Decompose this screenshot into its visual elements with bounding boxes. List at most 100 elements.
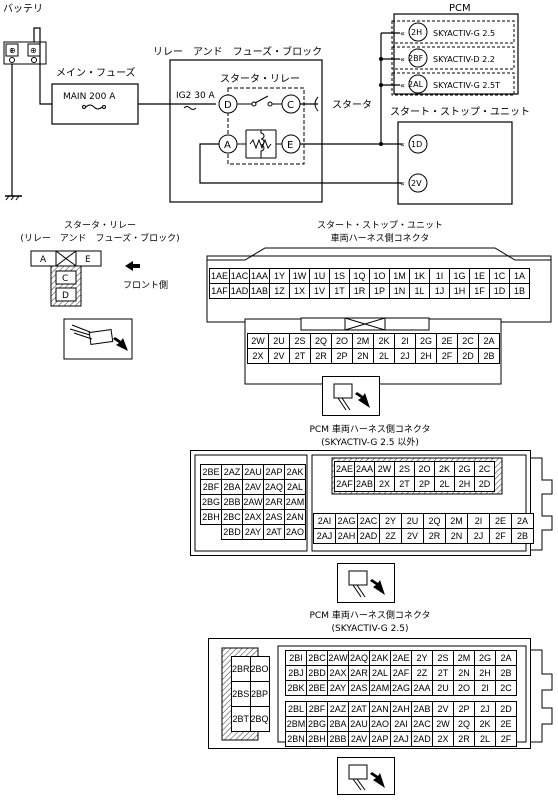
- pin-cell: 2AI: [313, 513, 336, 529]
- relay-connector-title-1: スタータ・リレー: [63, 221, 136, 231]
- pin-cell: 2C: [474, 461, 495, 477]
- pin-cell: 2AV: [348, 731, 370, 747]
- pin-cell: 2Y: [379, 513, 402, 529]
- engine-label-d22: SKYACTIV-D 2.2: [433, 55, 495, 64]
- pin-cell: 2AS: [348, 680, 370, 696]
- pin-cell: 2O: [331, 333, 353, 349]
- pin-cell: 1G: [449, 268, 470, 284]
- relay-connector-title-2: (リレー アンド フューズ・ブロック): [20, 234, 180, 244]
- pin-cell: 2BK: [285, 680, 307, 696]
- connector-plug-icon: [69, 324, 128, 351]
- pin-cell: 2AP: [369, 731, 391, 747]
- ssu-box: [397, 121, 513, 205]
- pin-cell: 1L: [409, 283, 430, 299]
- ssu-connector-title-2: 車両ハーネス側コネクタ: [330, 234, 430, 244]
- pin-cell: 2BL: [285, 701, 307, 717]
- battery-body: [3, 41, 47, 65]
- relay-pin-c: C: [287, 100, 294, 111]
- pin-cell: 2AP: [263, 464, 285, 480]
- ssu-connector-title-1: スタート・ストップ・ユニット: [316, 221, 443, 231]
- pin-cell: 2BH: [306, 731, 328, 747]
- pin-cell: 2B: [478, 348, 500, 364]
- pin-cell: 2AB: [411, 701, 433, 717]
- pin-cell: 2L: [373, 348, 395, 364]
- relay-connector-pin-d: D: [62, 291, 69, 301]
- pin-cell: 2G: [474, 650, 496, 666]
- pin-cell: 2L: [474, 731, 496, 747]
- arrow-icon: [113, 337, 128, 351]
- pcm-connector-2-title-2: (SKYACTIV-G 2.5): [331, 624, 409, 634]
- pin-cell: 1T: [329, 283, 350, 299]
- pin-cell: 2BD: [221, 524, 243, 540]
- pin-cell: 2U: [401, 513, 424, 529]
- pin-cell: 2AZ: [327, 701, 349, 717]
- pin-cell: 2N: [352, 348, 374, 364]
- ssu-pin-1d: 1D: [411, 140, 422, 149]
- pin-cell: 2BE: [306, 680, 328, 696]
- pin-cell: 1H: [449, 283, 470, 299]
- pin-cell: 2T: [394, 476, 415, 492]
- pin-cell: 1I: [429, 268, 450, 284]
- pin-cell: 2BO: [249, 656, 270, 682]
- connector-plug-icon: [333, 383, 353, 399]
- pin-cell: 2AO: [284, 524, 306, 540]
- pin-cell: 2BF: [200, 479, 222, 495]
- pin-cell: 2F: [436, 348, 458, 364]
- pcm-connector-2-thumbnail: [337, 757, 395, 795]
- pin-cell: 2AW: [327, 650, 349, 666]
- pin-cell: 1X: [289, 283, 310, 299]
- main-fuse-label: MAIN 200 A: [63, 92, 116, 102]
- pin-cell: 2BD: [306, 665, 328, 681]
- pin-cell: 1Y: [269, 268, 290, 284]
- pin-cell: 2Z: [411, 665, 433, 681]
- ig2-fuse-label: IG2 30 A: [176, 91, 216, 101]
- pin-cell: 2V: [401, 528, 424, 544]
- pin-cell: 2O: [414, 461, 435, 477]
- pin-cell: 2G: [415, 333, 437, 349]
- pin-cell: 1V: [309, 283, 330, 299]
- pin-cell: 2M: [445, 513, 468, 529]
- pcm-connector-1-title-2: (SKYACTIV-G 2.5 以外): [321, 438, 419, 448]
- pin-cell: 2AA: [354, 461, 375, 477]
- svg-text:«: «: [400, 81, 405, 90]
- pin-cell: 2AM: [284, 494, 306, 510]
- empty-pin-cell: [201, 525, 222, 540]
- pin-cell: 1U: [309, 268, 330, 284]
- pin-cell: 2BG: [306, 716, 328, 732]
- ssu-connector-title: スタート・ストップ・ユニット 車両ハーネス側コネクタ: [205, 220, 555, 246]
- pin-cell: 2BA: [221, 479, 243, 495]
- ground-icon: [5, 195, 22, 201]
- main-fuse-box: [51, 83, 139, 125]
- pin-cell: 2BI: [285, 650, 307, 666]
- pin-cell: 1C: [489, 268, 510, 284]
- pin-cell: 2AJ: [313, 528, 336, 544]
- arrow-icon: [370, 772, 385, 788]
- connector-plug-icon: [348, 570, 368, 586]
- ssu-label: スタート・ストップ・ユニット: [390, 106, 530, 118]
- pin-cell: 1E: [469, 268, 490, 284]
- pin-cell: 2AG: [335, 513, 358, 529]
- pcm-connector-2-title: PCM 車両ハーネス側コネクタ (SKYACTIV-G 2.5): [190, 610, 550, 636]
- pin-cell: 2AQ: [348, 650, 370, 666]
- main-fuse-group-label: メイン・フューズ: [56, 66, 136, 79]
- svg-text:«: «: [400, 29, 405, 38]
- wiring-diagram: バッテリ ⊖ ⊕ メイン・フューズ MAIN 200 A リレー アンド フュー…: [3, 3, 530, 205]
- ssu-connector-thumbnail: [322, 376, 380, 416]
- pin-cell: 2BS: [231, 681, 251, 707]
- pin-cell: 2W: [247, 333, 269, 349]
- relay-pin-a: A: [224, 140, 231, 151]
- pin-cell: 2BG: [200, 494, 222, 510]
- pcm-label: PCM: [449, 3, 471, 14]
- pin-cell: 2H: [454, 476, 475, 492]
- pin-cell: 2AT: [263, 524, 285, 540]
- pin-cell: 2BB: [221, 494, 243, 510]
- pin-cell: 1O: [369, 268, 390, 284]
